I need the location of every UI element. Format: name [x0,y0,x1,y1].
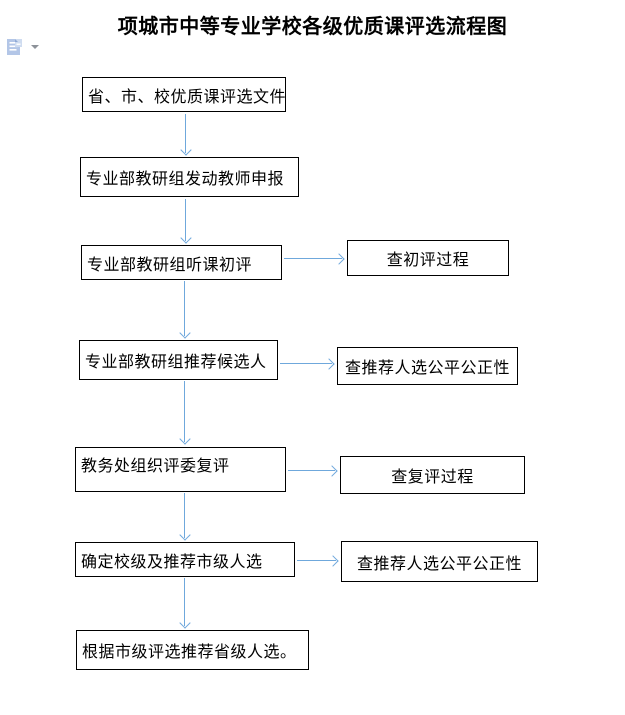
paste-options-button[interactable] [4,35,40,59]
flow-step-confirm-city: 确定校级及推荐市级人选 [75,542,295,577]
check-re-review-process: 查复评过程 [340,456,525,494]
flow-step-initial-review: 专业部教研组听课初评 [81,245,282,280]
arrow-step2-to-step3 [185,199,187,241]
check-fairness-2: 查推荐人选公平公正性 [341,541,538,582]
arrow-step3-to-step4 [184,281,186,336]
arrow-step1-to-step2 [185,114,187,153]
flow-step-recommend: 专业部教研组推荐候选人 [79,340,278,380]
paste-options-icon [6,37,24,62]
arrow-step5-to-step6 [184,493,186,538]
arrow-step4-to-step5 [184,381,186,442]
check-fairness-1: 查推荐人选公平公正性 [337,347,518,385]
page-title: 项城市中等专业学校各级优质课评选流程图 [117,16,508,38]
arrow-step6-to-check4 [297,560,336,562]
arrow-step5-to-check3 [288,470,335,472]
check-initial-review-process: 查初评过程 [347,240,509,276]
flow-step-re-review: 教务处组织评委复评 [75,447,286,492]
chevron-down-icon [31,45,39,49]
flow-step-files: 省、市、校优质课评选文件 [82,77,286,112]
flow-step-province: 根据市级评选推荐省级人选。 [76,630,309,670]
flow-step-teacher-apply: 专业部教研组发动教师申报 [80,157,299,197]
arrow-step3-to-check1 [284,258,342,260]
arrow-step4-to-check2 [280,363,332,365]
arrow-step6-to-step7 [184,578,186,626]
